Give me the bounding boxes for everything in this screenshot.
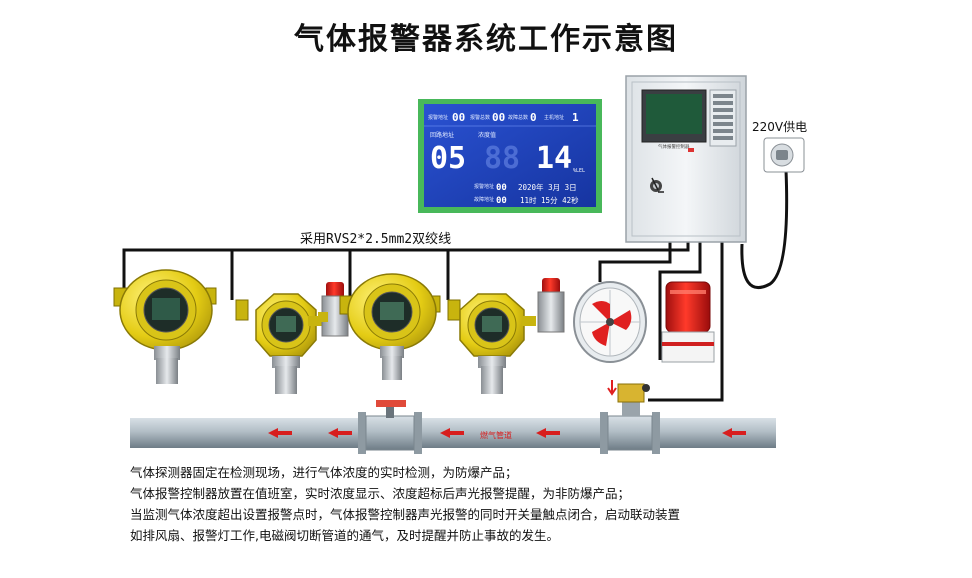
- description-line-3: 当监测气体浓度超出设置报警点时，气体报警控制器声光报警的同时开关量触点闭合，启动…: [130, 507, 681, 522]
- lcd-row1-label: 报警地址: [474, 183, 494, 190]
- bus-cable: [122, 242, 690, 298]
- warning-light-icon: [661, 281, 715, 363]
- description-block: 气体探测器固定在检测现场，进行气体浓度的实时检测，为防爆产品； 气体报警控制器放…: [130, 462, 850, 546]
- lcd-unit: %LEL: [573, 168, 585, 174]
- pipe-label: 燃气管道: [480, 430, 512, 440]
- description-line-1: 气体探测器固定在检测现场，进行气体浓度的实时检测，为防爆产品；: [130, 465, 518, 480]
- lcd-row2-label: 故障地址: [474, 196, 494, 203]
- valve-arrow-icon: [607, 380, 617, 396]
- lcd-row1-date: 2020年 3月 3日: [518, 182, 577, 192]
- flow-arrows: [268, 428, 746, 438]
- lcd-addr-label: 回路地址: [430, 131, 454, 139]
- signal-wiring: [122, 169, 789, 402]
- solenoid-valve-body: [607, 415, 653, 451]
- lcd-display-panel: 报警地址 00 报警总数 00 故障总数 0 主机地址 1 回路地址 浓度值 0…: [418, 99, 602, 213]
- gas-detector-3-icon: [339, 273, 441, 380]
- fan-cable: [598, 242, 672, 282]
- alarm-light-cable: [658, 242, 702, 360]
- lcd-top-label-3: 故障总数: [508, 114, 528, 121]
- gas-detector-4-icon: [447, 293, 536, 394]
- alarm-controller-cabinet: 气体报警控制器: [625, 75, 747, 243]
- lcd-big-address: 05: [430, 141, 466, 176]
- lcd-screen: [424, 104, 596, 207]
- cabinet-label: 气体报警控制器: [658, 143, 690, 150]
- cable-spec-label: 采用RVS2*2.5mm2双绞线: [300, 232, 452, 247]
- power-cable: [740, 169, 789, 290]
- power-supply-label: 220V供电: [752, 120, 808, 134]
- lcd-ghost-digits: 88: [484, 141, 520, 176]
- exhaust-fan-icon: [573, 281, 647, 363]
- cabinet-screen-display: [646, 94, 702, 134]
- lcd-top-value-1: 00: [452, 111, 465, 124]
- lcd-top-label-4: 主机地址: [544, 114, 564, 121]
- lcd-row1-address: 00: [496, 183, 507, 193]
- lcd-conc-label: 浓度值: [478, 131, 496, 139]
- lcd-top-value-3: 0: [530, 111, 537, 124]
- gas-detector-2-icon: [235, 293, 322, 394]
- gas-detector-1-icon: [113, 269, 217, 384]
- page-title: 气体报警器系统工作示意图: [294, 22, 678, 57]
- description-line-2: 气体报警控制器放置在值班室，实时浓度显示、浓度超标后声光报警提醒，为非防爆产品；: [130, 486, 631, 501]
- manual-valve-handle: [376, 400, 406, 407]
- lcd-top-label-1: 报警地址: [428, 114, 448, 121]
- lcd-row2-address: 00: [496, 196, 507, 206]
- lcd-big-concentration: 14: [536, 141, 572, 176]
- power-socket-icon: [763, 137, 805, 173]
- lcd-row2-time: 11时 15分 42秒: [520, 195, 579, 205]
- sound-light-alarm-2-icon: [537, 278, 565, 333]
- gas-pipeline: 燃气管道: [130, 380, 776, 454]
- lcd-top-value-2: 00: [492, 111, 505, 124]
- solenoid-valve-coil: [617, 383, 645, 403]
- description-line-4: 如排风扇、报警灯工作,电磁阀切断管道的通气，及时提醒并防止事故的发生。: [130, 528, 559, 543]
- lcd-top-label-2: 报警总数: [470, 114, 490, 121]
- lcd-top-value-4: 1: [572, 111, 579, 124]
- valve-cable: [648, 242, 724, 402]
